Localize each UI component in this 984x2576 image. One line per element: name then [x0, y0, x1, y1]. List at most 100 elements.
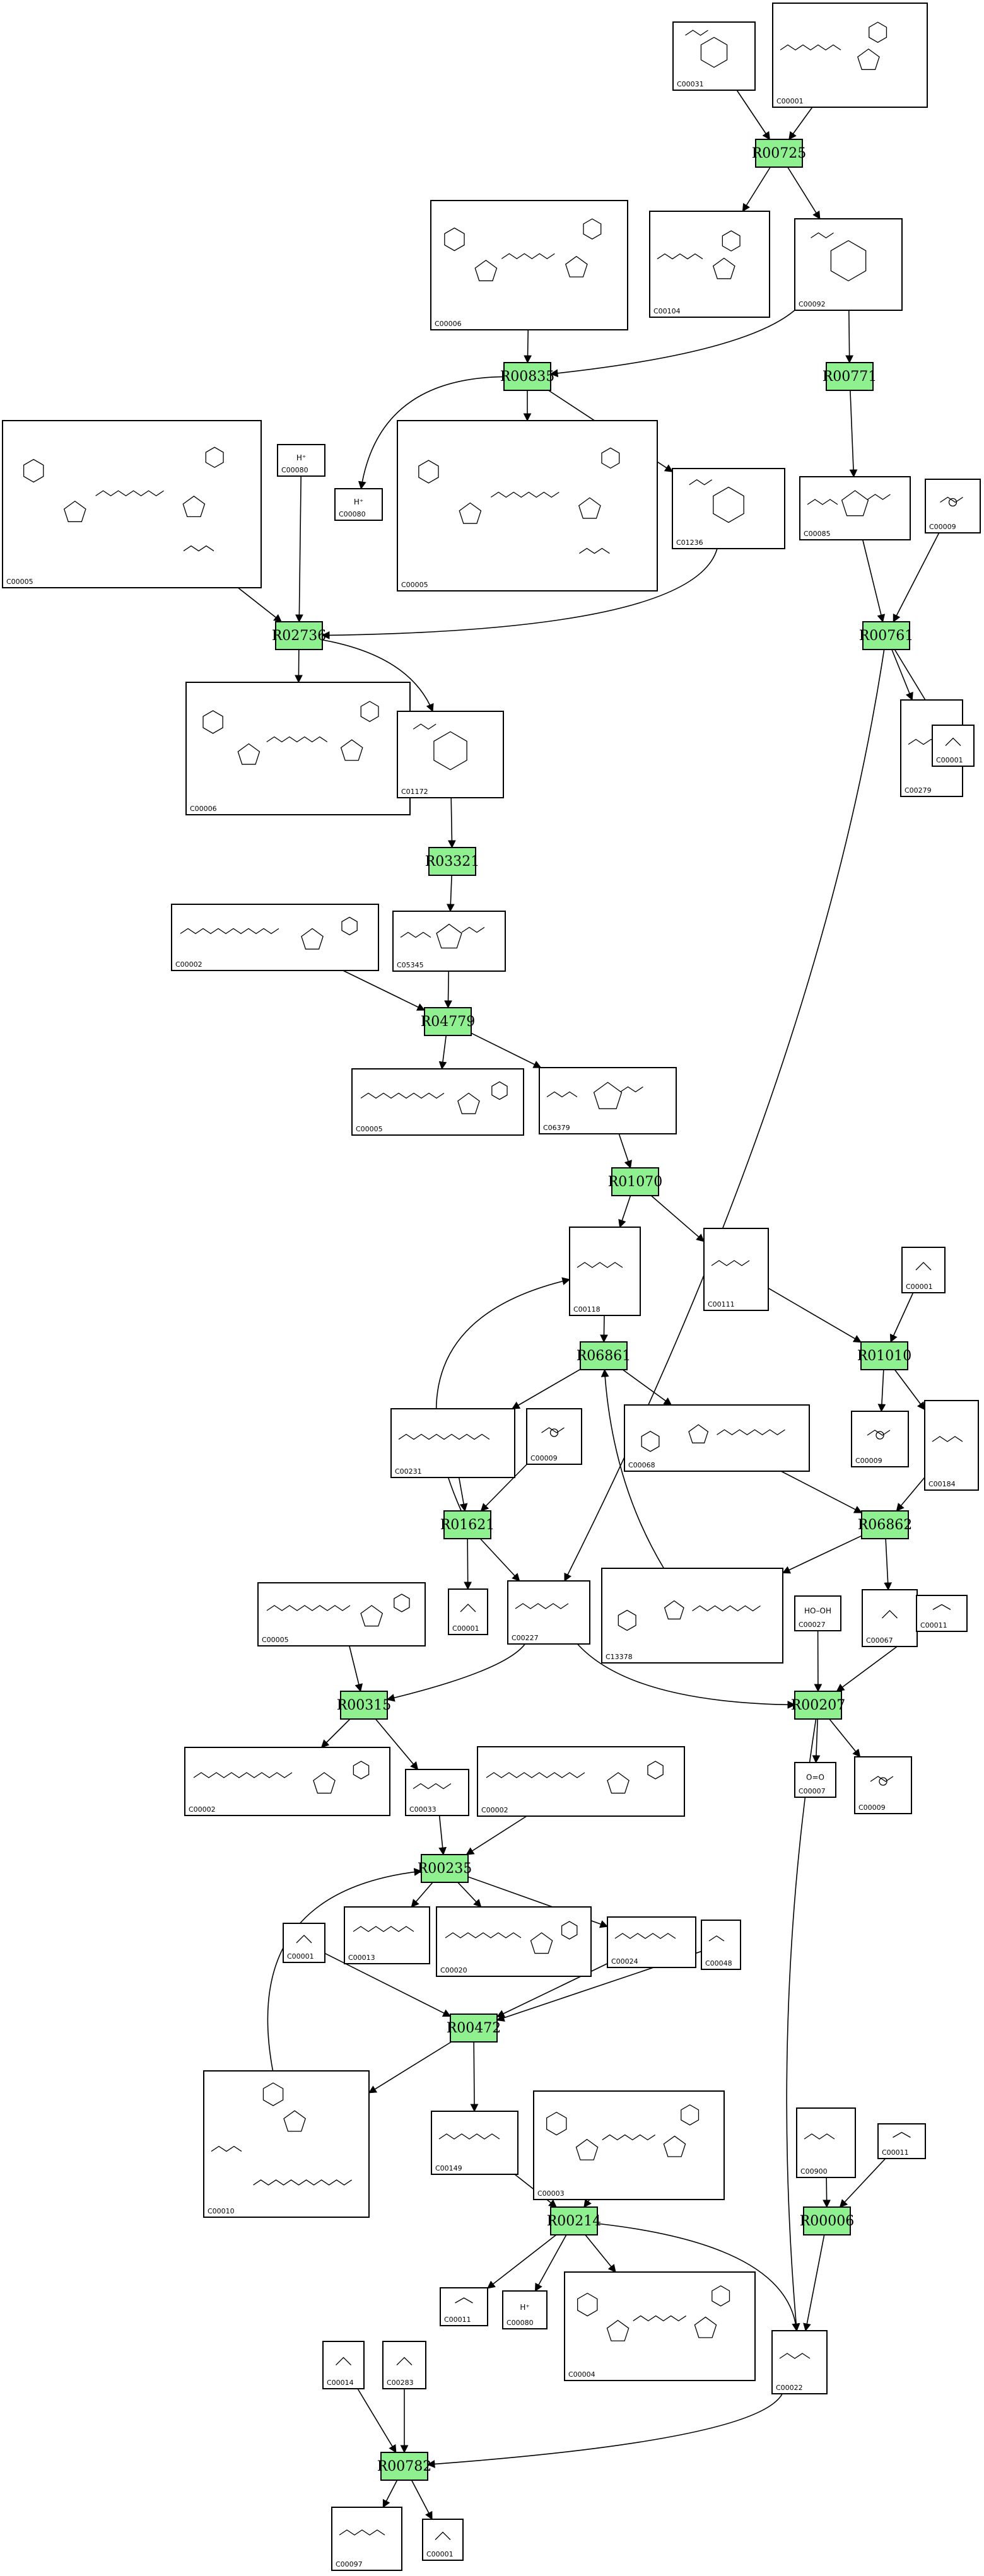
compound-c01172-c_6pg[interactable]: C01172: [397, 711, 504, 798]
compound-box[interactable]: [924, 1400, 979, 1491]
compound-box[interactable]: [171, 904, 379, 971]
compound-box[interactable]: [397, 420, 658, 592]
compound-c00005-c_nadp_l[interactable]: C00005: [2, 420, 262, 588]
compound-box[interactable]: [932, 725, 975, 767]
compound-c00001-c_imp_a[interactable]: C00001: [772, 3, 928, 108]
compound-c00085-c_f6p[interactable]: C00085: [799, 476, 911, 540]
compound-c00006-c_nad_a[interactable]: C00006: [430, 200, 628, 330]
compound-c00001-c_w_d[interactable]: C00001: [283, 1923, 325, 1963]
compound-box[interactable]: [477, 1746, 685, 1817]
compound-box[interactable]: [344, 1906, 430, 1964]
compound-box[interactable]: [382, 2341, 426, 2389]
compound-c00149-c_mal[interactable]: C00149: [431, 2111, 518, 2175]
reaction-r06862[interactable]: R06862: [858, 1510, 913, 1539]
reaction-box[interactable]: [861, 1510, 909, 1539]
compound-c00011-c_o2_a[interactable]: C00011: [916, 1595, 968, 1632]
reaction-box[interactable]: [275, 621, 323, 650]
compound-box[interactable]: [794, 218, 903, 311]
compound-box[interactable]: [203, 2070, 370, 2218]
compound-box[interactable]: [877, 2123, 926, 2159]
reaction-box[interactable]: [424, 1007, 472, 1036]
compound-box[interactable]: [862, 1589, 918, 1647]
reaction-r00207[interactable]: R00207: [791, 1691, 846, 1720]
reaction-r04779[interactable]: R04779: [421, 1007, 476, 1036]
compound-box[interactable]: [440, 2287, 488, 2326]
compound-c00184-c_dha[interactable]: C00184: [924, 1400, 979, 1491]
compound-box[interactable]: [405, 1769, 469, 1816]
compound-c00048-c_glyox[interactable]: C00048: [701, 1920, 741, 1970]
reaction-box[interactable]: [421, 1854, 469, 1883]
compound-c00022-c_pyr[interactable]: C00022: [771, 2330, 828, 2394]
compound-c00111-c_gly[interactable]: C00111: [703, 1228, 769, 1311]
compound-box[interactable]: [794, 1595, 841, 1631]
reaction-r00782[interactable]: R00782: [377, 2452, 432, 2481]
compound-c00080-c_h_a[interactable]: H⁺C00080: [277, 444, 325, 477]
reaction-box[interactable]: [428, 847, 476, 876]
compound-c00104-c_ido[interactable]: C00104: [649, 211, 770, 318]
reaction-box[interactable]: [450, 2014, 498, 2043]
compound-c00009-c_pi_a[interactable]: C00009: [925, 479, 981, 533]
compound-box[interactable]: [539, 1067, 677, 1134]
compound-c00005-c_nadp_m[interactable]: C00005: [397, 420, 658, 592]
compound-c00118-c_g3p[interactable]: C00118: [569, 1227, 641, 1316]
compound-c06379-c_prpp[interactable]: C06379: [539, 1067, 677, 1134]
compound-c00003-c_nad_c[interactable]: C00003: [533, 2090, 725, 2200]
reaction-r00006[interactable]: R00006: [800, 2206, 855, 2235]
reaction-box[interactable]: [380, 2452, 428, 2481]
compound-box[interactable]: [601, 1568, 783, 1664]
compound-c05345-c_r5p[interactable]: C05345: [392, 911, 506, 972]
reaction-r02736[interactable]: R02736: [272, 621, 327, 650]
compound-c00033-c_acet[interactable]: C00033: [405, 1769, 469, 1816]
compound-box[interactable]: [448, 1588, 488, 1635]
compound-c00001-c_w_a[interactable]: C00001: [932, 725, 975, 767]
compound-c00011-c_co2_d[interactable]: C00011: [440, 2287, 488, 2326]
compound-c00067-c_form[interactable]: C00067: [862, 1589, 918, 1647]
compound-c00092-c_g6p[interactable]: C00092: [794, 218, 903, 311]
compound-box[interactable]: [431, 2111, 518, 2175]
reaction-box[interactable]: [755, 139, 803, 168]
compound-box[interactable]: [2, 420, 262, 588]
reaction-box[interactable]: [550, 2206, 598, 2235]
compound-box[interactable]: [701, 1920, 741, 1970]
reaction-box[interactable]: [503, 362, 551, 391]
reaction-box[interactable]: [340, 1691, 388, 1720]
compound-c00005-c_adp_b[interactable]: C00005: [257, 1582, 426, 1646]
compound-box[interactable]: [533, 2090, 725, 2200]
compound-box[interactable]: [397, 711, 504, 798]
compound-c00002-c_atp_b[interactable]: C00002: [184, 1747, 390, 1816]
compound-c00001-c_w_c[interactable]: C00001: [448, 1588, 488, 1635]
compound-box[interactable]: [392, 911, 506, 972]
compound-box[interactable]: [185, 682, 411, 815]
compound-box[interactable]: [703, 1228, 769, 1311]
compound-c00024-c_acoa[interactable]: C00024: [607, 1916, 696, 1968]
reaction-r00771[interactable]: R00771: [823, 362, 877, 391]
compound-box[interactable]: [430, 200, 628, 330]
compound-c00014-c_nh3[interactable]: C00014: [322, 2341, 365, 2389]
reaction-r00725[interactable]: R00725: [752, 139, 807, 168]
compound-box[interactable]: [507, 1580, 590, 1645]
reaction-box[interactable]: [611, 1167, 659, 1196]
compound-box[interactable]: [331, 2507, 402, 2571]
reaction-r00835[interactable]: R00835: [500, 362, 555, 391]
compound-box[interactable]: [799, 476, 911, 540]
reaction-box[interactable]: [826, 362, 874, 391]
compound-c00005-c_adp_a[interactable]: C00005: [351, 1068, 524, 1136]
compound-box[interactable]: [184, 1747, 390, 1816]
compound-box[interactable]: [390, 1408, 515, 1478]
reaction-r00214[interactable]: R00214: [547, 2206, 602, 2235]
compound-c00001-c_w_e[interactable]: C00001: [422, 2519, 464, 2561]
compound-box[interactable]: [901, 1247, 946, 1293]
reaction-r00472[interactable]: R00472: [447, 2014, 501, 2043]
reaction-r00761[interactable]: R00761: [859, 621, 914, 650]
compound-c00080-c_h_c[interactable]: H⁺C00080: [502, 2290, 548, 2329]
reaction-r00235[interactable]: R00235: [418, 1854, 472, 1883]
compound-box[interactable]: [257, 1582, 426, 1646]
compound-c00006-c_nad_b[interactable]: C00006: [185, 682, 411, 815]
reaction-box[interactable]: [860, 1341, 908, 1370]
compound-box[interactable]: [436, 1906, 592, 1977]
reaction-r06861[interactable]: R06861: [577, 1341, 631, 1370]
compound-box[interactable]: [502, 2290, 548, 2329]
compound-c00001-c_w_b[interactable]: C00001: [901, 1247, 946, 1293]
compound-box[interactable]: [925, 479, 981, 533]
